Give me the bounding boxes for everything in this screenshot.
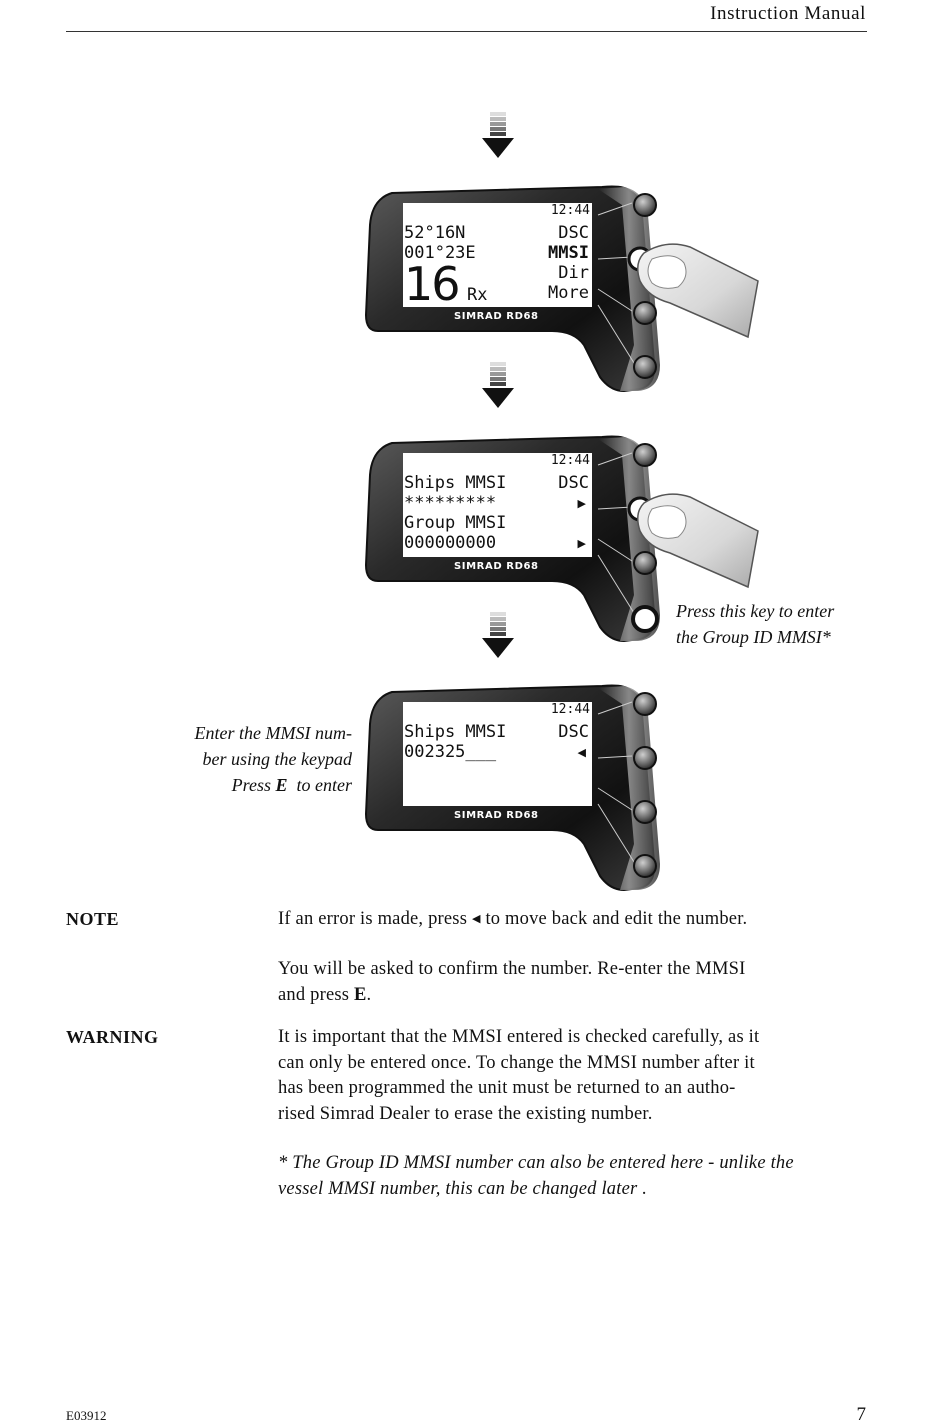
warning-label: WARNING <box>66 1027 159 1047</box>
longitude: 001°23E <box>404 243 476 263</box>
radio-display-3: 12:44 Ships MMSI 002325___ DSC ◀ SIMRAD … <box>362 684 666 894</box>
softkey-3-button[interactable] <box>633 301 657 325</box>
ships-mmsi-label: Ships MMSI <box>404 722 507 742</box>
warning-line: has been programmed the unit must be ret… <box>278 1078 736 1098</box>
callout-line: ber using the keypad <box>202 749 352 769</box>
brand-label: SIMRAD RD68 <box>454 561 539 572</box>
warning-line: rised Simrad Dealer to erase the existin… <box>278 1103 653 1124</box>
menu-dir: Dir <box>558 263 589 283</box>
lcd-screen: 12:44 Ships MMSI ********* Group MMSI 00… <box>403 453 592 557</box>
callout-line: Enter the MMSI num- <box>194 723 352 743</box>
brand-label: SIMRAD RD68 <box>454 311 539 322</box>
softkey-4-button[interactable] <box>633 355 657 379</box>
softkey-3-button[interactable] <box>633 800 657 824</box>
callout-line: the Group ID MMSI* <box>676 627 831 647</box>
menu-dsc: DSC <box>558 473 589 493</box>
note-label: NOTE <box>66 909 120 929</box>
softkey-1-button[interactable] <box>633 443 657 467</box>
clock: 12:44 <box>550 702 590 717</box>
right-pointer-icon: ▶ <box>577 498 586 510</box>
softkey-4-button[interactable] <box>631 605 659 633</box>
softkey-3-button[interactable] <box>633 551 657 575</box>
mmsi-entry-field: 002325___ <box>404 742 497 762</box>
page-number: 7 <box>856 1404 867 1425</box>
rx-status: Rx <box>467 285 488 305</box>
group-mmsi-value: 000000000 <box>404 533 497 553</box>
note-text: If an error is made, press <box>278 909 468 929</box>
lcd-screen: 12:44 52°16N 001°23E DSC MMSI Dir More 1… <box>403 203 592 307</box>
footnote-line: vessel MMSI number, this can be changed … <box>278 1178 648 1199</box>
channel-number: 16 <box>404 257 461 311</box>
left-pointer-icon: ◀ <box>577 747 586 759</box>
footnote-line: * The Group ID MMSI number can also be e… <box>278 1153 794 1173</box>
header-rule <box>66 31 867 32</box>
warning-line: It is important that the MMSI entered is… <box>278 1027 760 1047</box>
enter-mmsi-callout: Enter the MMSI num- ber using the keypad… <box>195 720 352 798</box>
lcd-screen: 12:44 Ships MMSI 002325___ DSC ◀ <box>403 702 592 806</box>
press-key-callout: Press this key to enter the Group ID MMS… <box>676 598 834 650</box>
ships-mmsi-label: Ships MMSI <box>404 473 507 493</box>
note-paragraph-2: You will be asked to confirm the number.… <box>278 959 746 1005</box>
menu-dsc: DSC <box>558 223 589 243</box>
clock: 12:44 <box>550 453 590 468</box>
header-title: Instruction Manual <box>710 3 866 24</box>
finger-icon <box>637 243 759 339</box>
note-text: You will be asked to confirm the number.… <box>278 959 746 979</box>
menu-more: More <box>548 283 589 303</box>
ships-mmsi-value: ********* <box>404 493 497 513</box>
finger-icon <box>637 493 759 589</box>
warning-line: can only be entered once. To change the … <box>278 1052 755 1073</box>
brand-label: SIMRAD RD68 <box>454 810 539 821</box>
callout-line: Press this key to enter <box>676 601 835 621</box>
latitude: 52°16N <box>404 223 466 243</box>
down-arrow-icon <box>482 362 514 408</box>
down-arrow-icon <box>482 112 514 158</box>
document-code: E03912 <box>66 1408 107 1423</box>
clock: 12:44 <box>550 203 590 218</box>
radio-display-2: 12:44 Ships MMSI ********* Group MMSI 00… <box>362 435 759 645</box>
footnote: * The Group ID MMSI number can also be e… <box>278 1151 878 1202</box>
group-mmsi-label: Group MMSI <box>404 513 507 533</box>
softkey-1-button[interactable] <box>633 193 657 217</box>
radio-display-1: 12:44 52°16N 001°23E DSC MMSI Dir More 1… <box>362 185 759 395</box>
note-text: and press <box>278 984 350 1005</box>
note-paragraph-1: If an error is made, press ◀ to move bac… <box>278 907 878 933</box>
key-e: E <box>354 984 367 1005</box>
softkey-1-button[interactable] <box>633 692 657 716</box>
menu-mmsi: MMSI <box>548 243 589 263</box>
softkey-2-button[interactable] <box>633 746 657 770</box>
right-pointer-icon: ▶ <box>577 538 586 550</box>
callout-line: Press E to enter <box>231 775 352 795</box>
warning-paragraph: It is important that the MMSI entered is… <box>278 1025 878 1127</box>
left-pointer-icon: ◀ <box>471 913 481 925</box>
menu-dsc: DSC <box>558 722 589 742</box>
down-arrow-icon <box>482 612 514 658</box>
softkey-4-button[interactable] <box>633 854 657 878</box>
note-text: to move back and edit the number. <box>485 909 748 929</box>
